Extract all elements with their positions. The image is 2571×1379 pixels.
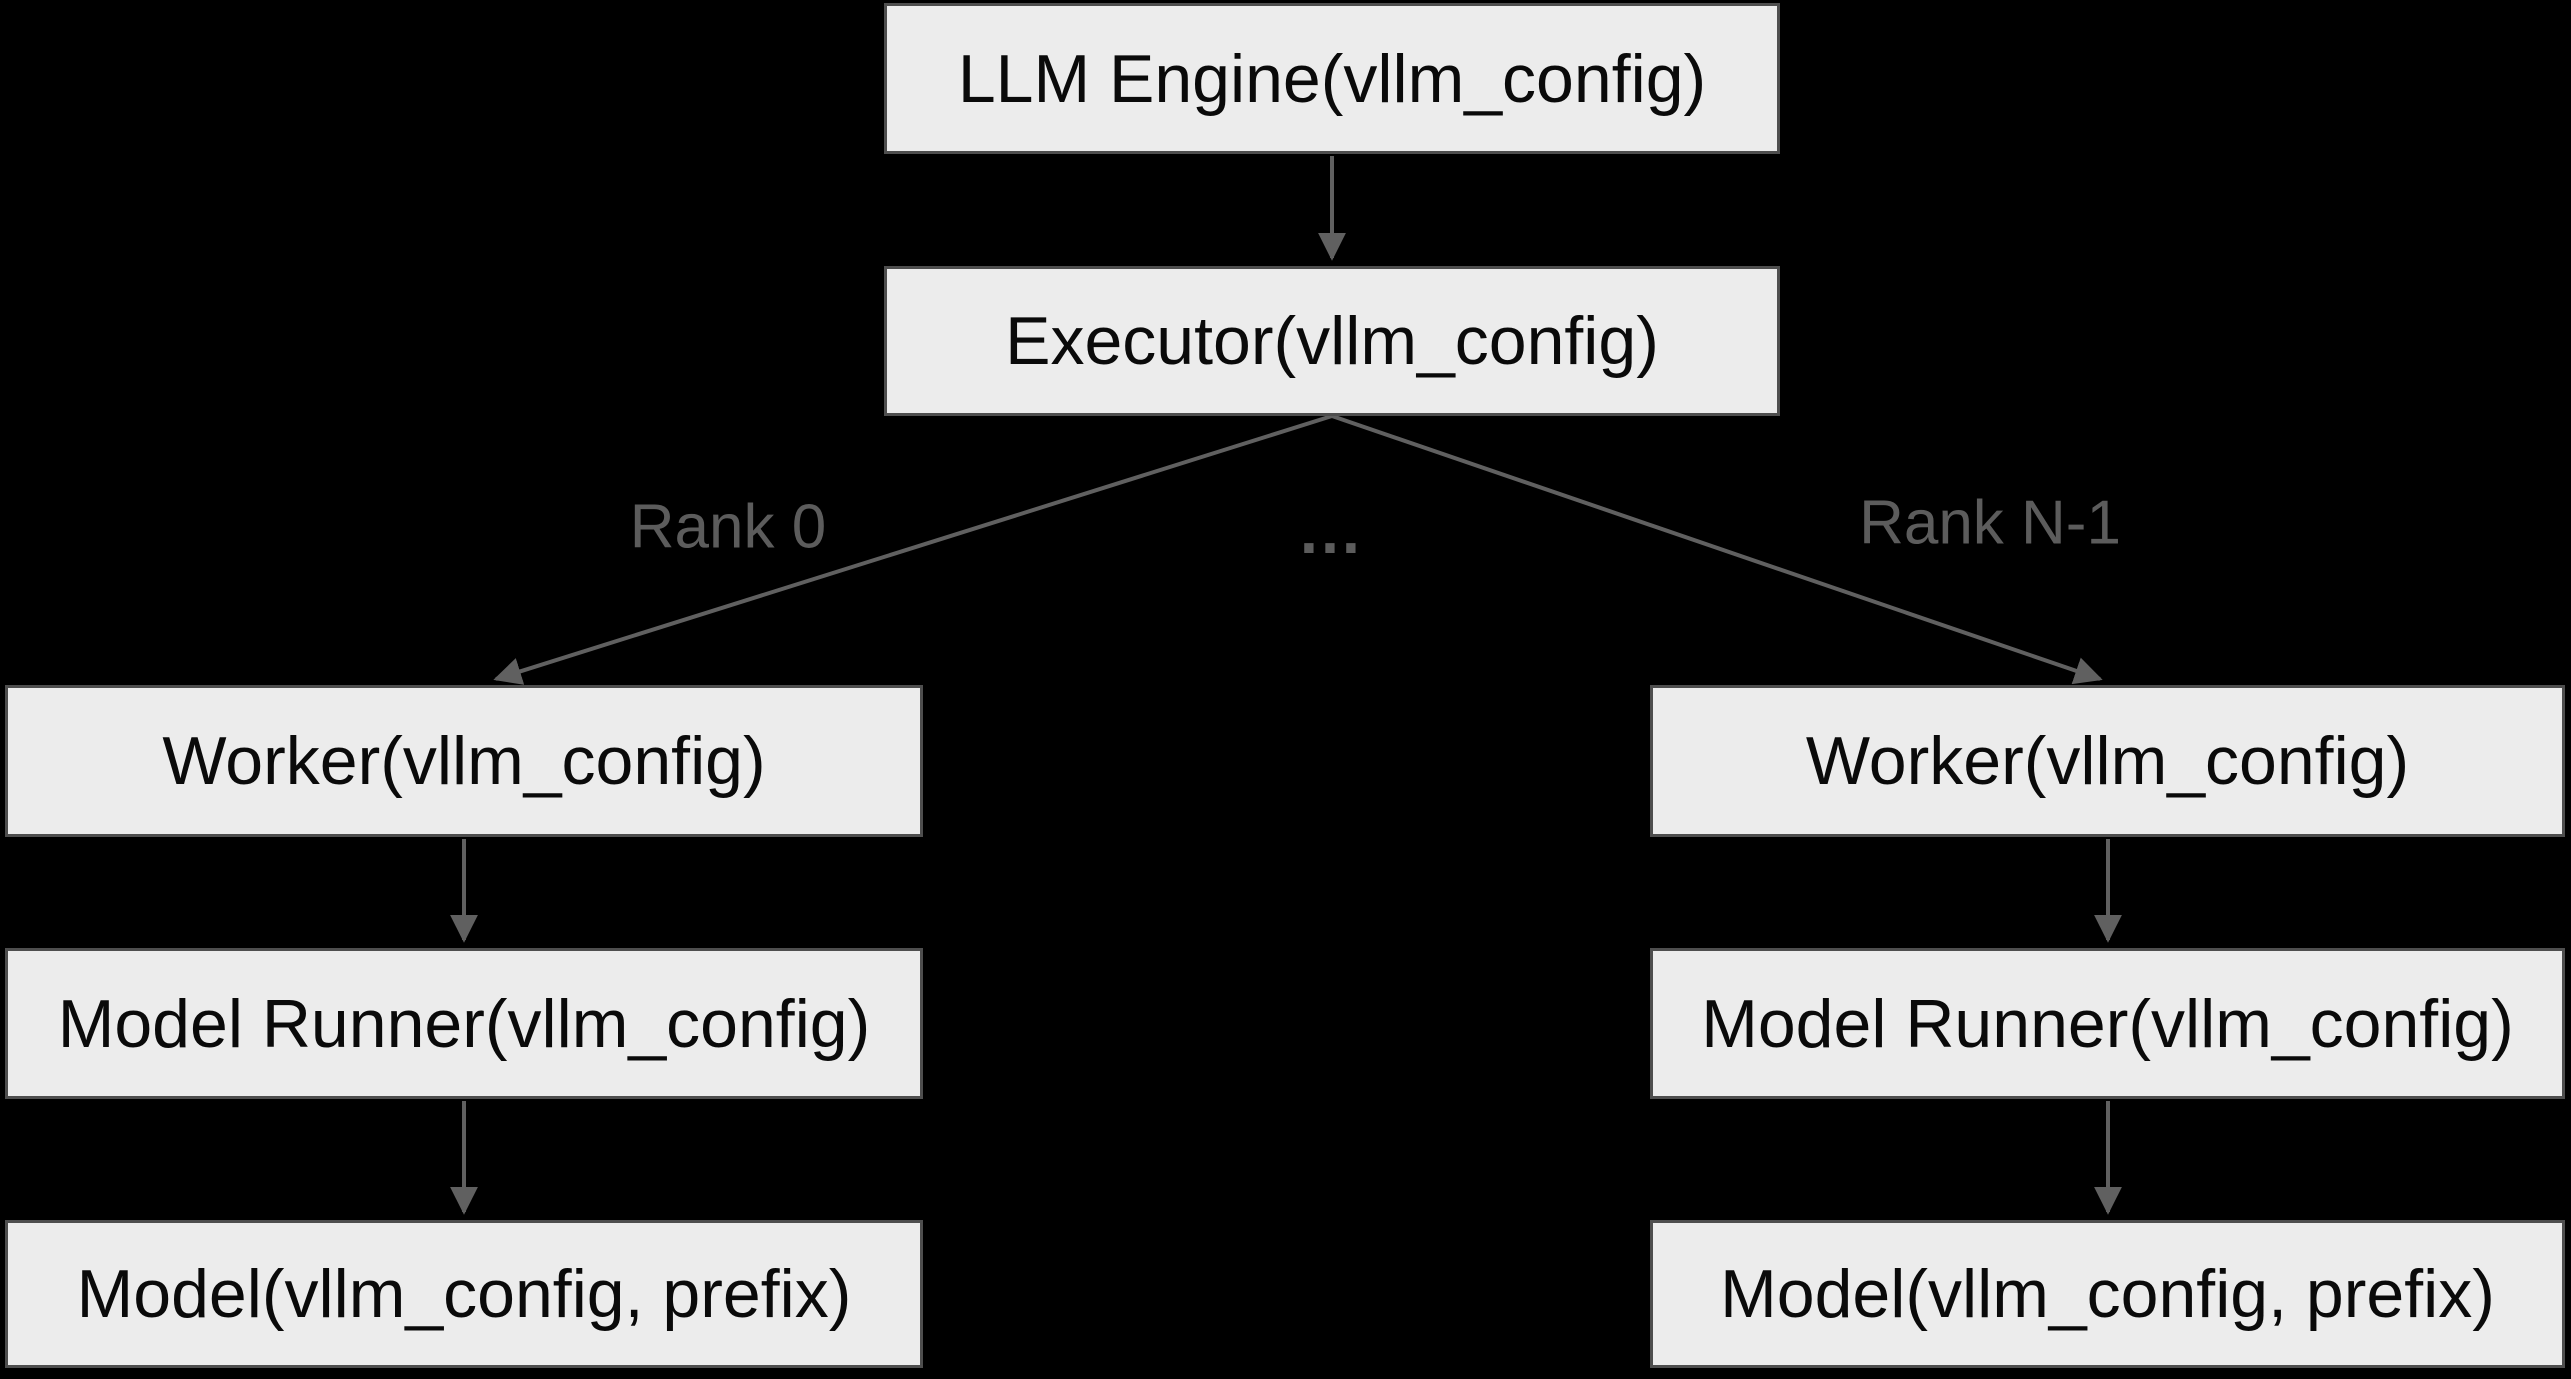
node-worker-left: Worker(vllm_config): [5, 685, 923, 837]
node-model-left: Model(vllm_config, prefix): [5, 1220, 923, 1368]
node-model-left-label: Model(vllm_config, prefix): [76, 1256, 852, 1332]
node-model-right-label: Model(vllm_config, prefix): [1720, 1256, 2495, 1332]
node-worker-right-label: Worker(vllm_config): [1805, 723, 2410, 799]
node-model-runner-right-label: Model Runner(vllm_config): [1701, 985, 2514, 1062]
node-llm-engine: LLM Engine(vllm_config): [884, 3, 1780, 154]
edge-label-ellipsis: …: [1297, 493, 1363, 567]
node-llm-engine-label: LLM Engine(vllm_config): [957, 40, 1707, 117]
edge-label-rank-n-1: Rank N-1: [1859, 488, 2121, 558]
node-worker-left-label: Worker(vllm_config): [162, 723, 766, 799]
node-model-runner-right: Model Runner(vllm_config): [1650, 948, 2565, 1099]
node-model-runner-left: Model Runner(vllm_config): [5, 948, 923, 1099]
node-worker-right: Worker(vllm_config): [1650, 685, 2565, 837]
node-model-right: Model(vllm_config, prefix): [1650, 1220, 2565, 1368]
node-executor: Executor(vllm_config): [884, 266, 1780, 416]
node-model-runner-left-label: Model Runner(vllm_config): [57, 985, 871, 1062]
node-executor-label: Executor(vllm_config): [1005, 303, 1659, 379]
arrow-executor-to-worker-left: [493, 414, 1333, 685]
edge-label-rank-0: Rank 0: [629, 492, 827, 562]
